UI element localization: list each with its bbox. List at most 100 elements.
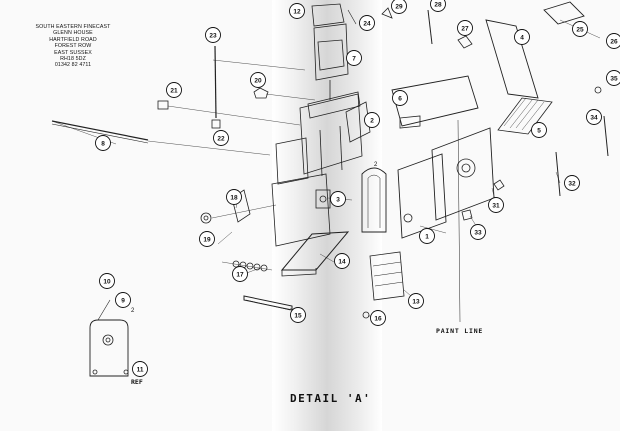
callout-number: 16 bbox=[374, 315, 382, 322]
address-line: HARTFIELD ROAD bbox=[49, 36, 97, 43]
callout-circle bbox=[392, 90, 408, 106]
callout-13: 13 bbox=[408, 293, 424, 309]
callout-number: 8 bbox=[101, 140, 105, 147]
callout-28: 28 bbox=[430, 0, 446, 12]
part-small bbox=[457, 119, 561, 323]
callout-17: 17 bbox=[232, 266, 248, 282]
address-line: EAST SUSSEX bbox=[54, 49, 92, 56]
callout-number: 7 bbox=[352, 55, 356, 62]
callout-circle bbox=[213, 130, 229, 146]
callout-24: 24 bbox=[359, 15, 375, 31]
callout-circle bbox=[359, 15, 375, 31]
callout-26: 26 bbox=[606, 33, 620, 49]
callout-number: 33 bbox=[474, 229, 482, 236]
minor-label: 2 bbox=[374, 162, 378, 168]
callout-circle bbox=[132, 361, 148, 377]
callout-circle bbox=[391, 0, 407, 14]
callout-number: 34 bbox=[590, 114, 598, 121]
part-switch bbox=[315, 189, 331, 209]
paint-line-label: PAINT LINE bbox=[436, 327, 484, 335]
callout-circle bbox=[115, 292, 131, 308]
callout-circle bbox=[606, 33, 620, 49]
callout-number: 9 bbox=[121, 297, 125, 304]
callout-circle bbox=[346, 50, 362, 66]
callout-15: 15 bbox=[290, 307, 306, 323]
part-bracket bbox=[157, 100, 301, 129]
callout-number: 21 bbox=[170, 87, 178, 94]
callout-number: 23 bbox=[209, 32, 217, 39]
callout-number: 29 bbox=[395, 3, 403, 10]
callout-circle bbox=[334, 253, 350, 269]
callout-circle bbox=[330, 191, 346, 207]
callout-4: 4 bbox=[514, 29, 530, 45]
callout-number: 31 bbox=[492, 202, 500, 209]
part-tray bbox=[280, 231, 350, 277]
callout-circle bbox=[488, 197, 504, 213]
callout-8: 8 bbox=[95, 135, 111, 151]
callout-7: 7 bbox=[346, 50, 362, 66]
detail-label: DETAIL 'A' bbox=[290, 392, 372, 405]
callout-circle bbox=[586, 109, 602, 125]
callout-circle bbox=[226, 189, 242, 205]
part-grille bbox=[369, 251, 405, 301]
callout-19: 19 bbox=[199, 231, 215, 247]
callout-number: 1 bbox=[425, 233, 429, 240]
callout-number: 22 bbox=[217, 135, 225, 142]
callout-number: 15 bbox=[294, 312, 302, 319]
callout-29: 29 bbox=[391, 0, 407, 14]
callout-circle bbox=[232, 266, 248, 282]
callout-27: 27 bbox=[457, 20, 473, 36]
callout-11: 11 bbox=[132, 361, 148, 377]
part-pin bbox=[212, 45, 306, 119]
callout-number: 10 bbox=[103, 278, 111, 285]
ref-label: REF bbox=[131, 378, 143, 386]
part-right-fittings bbox=[594, 86, 609, 157]
part-rod bbox=[51, 120, 271, 156]
callout-21: 21 bbox=[166, 82, 182, 98]
callout-circle bbox=[250, 72, 266, 88]
callout-circle bbox=[531, 122, 547, 138]
callout-circle bbox=[514, 29, 530, 45]
callout-number: 14 bbox=[338, 258, 346, 265]
callout-number: 12 bbox=[293, 8, 301, 15]
callout-2: 2 bbox=[364, 112, 380, 128]
callout-circle bbox=[470, 224, 486, 240]
callout-number: 25 bbox=[576, 26, 584, 33]
callout-circle bbox=[564, 175, 580, 191]
callout-number: 11 bbox=[137, 366, 144, 373]
callout-circle bbox=[95, 135, 111, 151]
callout-number: 18 bbox=[230, 194, 238, 201]
address-company: SOUTH EASTERN FINECAST bbox=[35, 24, 111, 30]
callout-20: 20 bbox=[250, 72, 266, 88]
callout-35: 35 bbox=[606, 70, 620, 86]
callout-23: 23 bbox=[205, 27, 221, 43]
part-ring bbox=[362, 311, 370, 319]
callout-number: 5 bbox=[537, 127, 541, 134]
callout-circle bbox=[430, 0, 446, 12]
callout-12: 12 bbox=[289, 3, 305, 19]
callout-number: 19 bbox=[203, 236, 211, 243]
callout-circle bbox=[290, 307, 306, 323]
callout-5: 5 bbox=[531, 122, 547, 138]
callout-number: 13 bbox=[412, 298, 420, 305]
part-top-frame bbox=[311, 3, 349, 100]
callout-33: 33 bbox=[470, 224, 486, 240]
part-back-plate bbox=[397, 127, 495, 239]
part-plate bbox=[391, 19, 539, 129]
minor-label: 2 bbox=[131, 308, 135, 314]
callout-25: 25 bbox=[572, 21, 588, 37]
callout-number: 24 bbox=[363, 20, 371, 27]
callout-6: 6 bbox=[392, 90, 408, 106]
callout-number: 27 bbox=[461, 25, 469, 32]
part-rail bbox=[243, 295, 293, 311]
callout-circle bbox=[606, 70, 620, 86]
part-top-pieces bbox=[347, 1, 601, 49]
part-ladder bbox=[497, 97, 553, 135]
callout-circle bbox=[419, 228, 435, 244]
callout-number: 6 bbox=[398, 95, 402, 102]
supplier-address: SOUTH EASTERN FINECAST GLENN HOUSE HARTF… bbox=[18, 24, 128, 66]
page-gutter bbox=[272, 0, 382, 431]
part-detail-inset bbox=[89, 299, 129, 377]
